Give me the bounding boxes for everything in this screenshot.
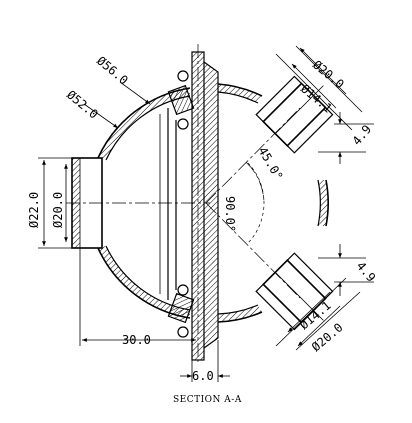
upper-right-nozzle	[255, 75, 334, 154]
dim-d52: Ø52.0	[64, 88, 101, 122]
dim-angle90: 90.0°	[223, 196, 237, 232]
dim-d56: Ø56.0	[94, 54, 131, 88]
dim-angle45: 45.0°	[255, 145, 285, 183]
dim-dist49-bottom: 4.9	[354, 259, 379, 285]
dim-dist49-top: 4.9	[350, 122, 375, 148]
dimension-lines	[38, 45, 374, 382]
center-lines	[66, 44, 301, 362]
dim-d20-top: Ø20.0	[310, 58, 347, 92]
dim-d20-bottom: Ø20.0	[309, 320, 346, 354]
bottom-clamp	[167, 284, 195, 338]
section-caption: SECTION A-A	[173, 395, 242, 405]
dim-d14-top: Ø14.1	[298, 82, 335, 116]
dim-len30: 30.0	[122, 333, 151, 347]
dim-d22: Ø22.0	[27, 192, 41, 228]
dim-len6: 6.0	[192, 369, 214, 383]
dim-d20-left: Ø20.0	[51, 192, 65, 228]
top-clamp	[167, 70, 195, 130]
